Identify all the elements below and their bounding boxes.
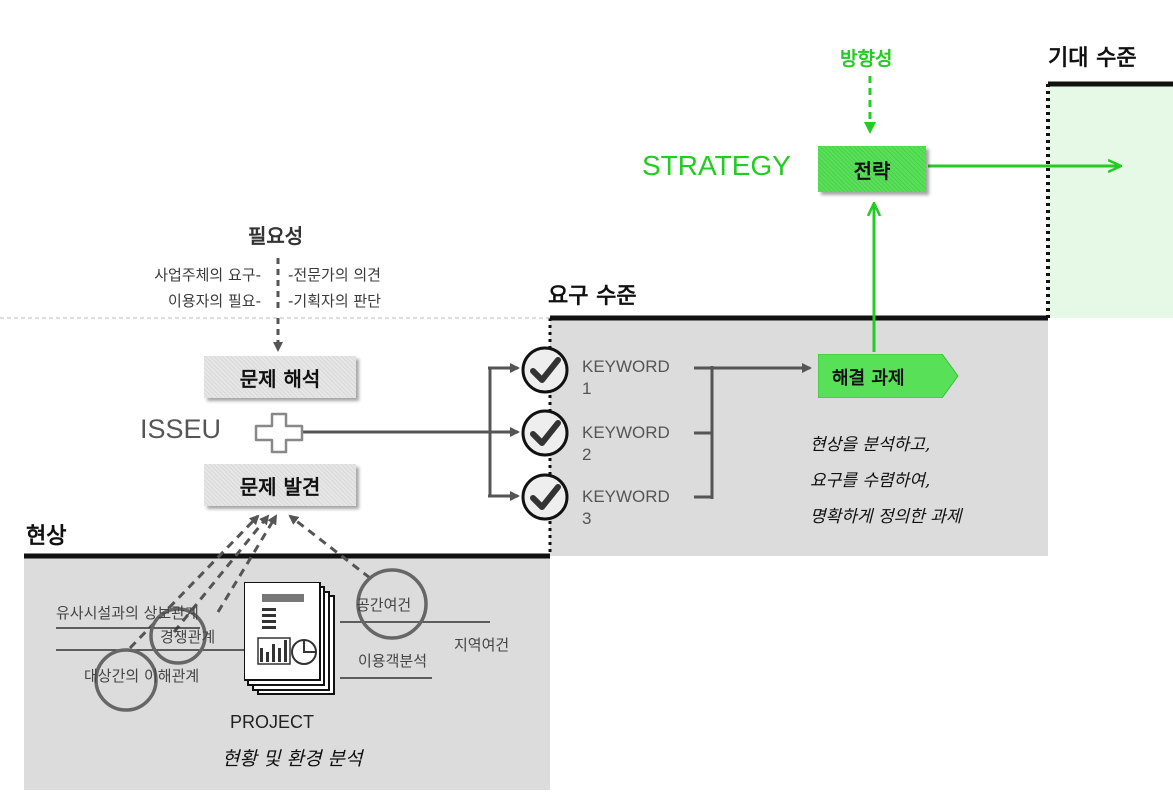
solution-desc-1: 현상을 분석하고, <box>810 435 931 455</box>
necessity-left-1: 사업주체의 요구- <box>154 266 261 284</box>
problem-discover-box: 문제 발견 <box>204 464 356 506</box>
factor-users: 이용객분석 <box>358 652 428 670</box>
direction-label: 방향성 <box>840 48 893 70</box>
solution-desc-3: 명확하게 정의한 과제 <box>810 507 962 527</box>
project-subtitle: 현황 및 환경 분석 <box>222 748 363 770</box>
space-circle <box>356 568 428 640</box>
strategy-label: STRATEGY <box>642 150 791 181</box>
plus-icon <box>254 412 304 458</box>
necessity-left-2: 이용자의 필요- <box>168 292 261 310</box>
factor-competition: 경쟁관계 <box>160 628 216 646</box>
necessity-right-1: -전문가의 의견 <box>288 266 381 284</box>
solution-desc-2: 요구를 수렴하여, <box>810 471 931 491</box>
project-title: PROJECT <box>230 712 315 732</box>
keyword-check-icon-1 <box>520 345 570 399</box>
keyword-check-icon-3 <box>520 472 570 526</box>
required-level-panel <box>550 318 1048 556</box>
necessity-title: 필요성 <box>248 224 304 248</box>
factor-stakeholder: 대상간의 이해관계 <box>84 667 200 685</box>
factor-space: 공간여건 <box>356 596 412 614</box>
current-level-title: 현상 <box>26 524 67 549</box>
necessity-right-2: -기획자의 판단 <box>288 292 381 310</box>
expected-level-title: 기대 수준 <box>1048 46 1137 71</box>
required-level-title: 요구 수준 <box>548 284 637 309</box>
keyword-check-icon-2 <box>520 408 570 462</box>
factor-region: 지역여건 <box>454 636 510 654</box>
factor-similar: 유사시설과의 상보관계 <box>56 604 199 622</box>
expected-level-panel <box>1048 84 1173 318</box>
competition-circle <box>149 607 207 665</box>
problem-interpret-box: 문제 해석 <box>204 356 356 398</box>
stakeholder-circle <box>94 648 158 712</box>
project-document-icon <box>244 582 335 695</box>
solution-title: 해결 과제 <box>832 368 905 389</box>
strategy-box: 전략 <box>818 146 926 192</box>
issue-label: ISSEU <box>140 414 222 444</box>
solution-arrow-box: 해결 과제 <box>818 354 960 398</box>
